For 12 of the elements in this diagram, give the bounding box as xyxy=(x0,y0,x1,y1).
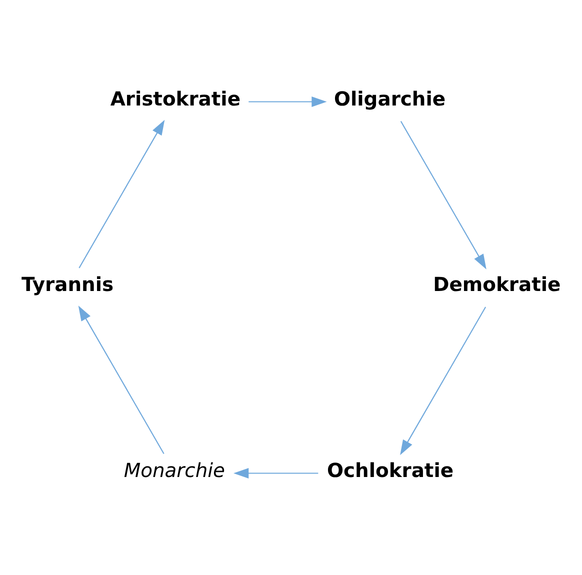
arrow xyxy=(234,468,318,479)
arrow xyxy=(400,121,486,270)
arrow xyxy=(78,120,165,268)
node-text: Aristokratie xyxy=(110,87,241,110)
node-text: Tyrannis xyxy=(21,273,114,296)
arrow xyxy=(78,306,164,454)
node-text: Monarchie xyxy=(124,458,225,482)
node-text: Demokratie xyxy=(433,273,561,296)
arrow xyxy=(400,306,486,456)
node-text: Ochlokratie xyxy=(326,458,454,482)
arrow xyxy=(248,96,327,108)
node-text: Oligarchie xyxy=(334,87,446,110)
